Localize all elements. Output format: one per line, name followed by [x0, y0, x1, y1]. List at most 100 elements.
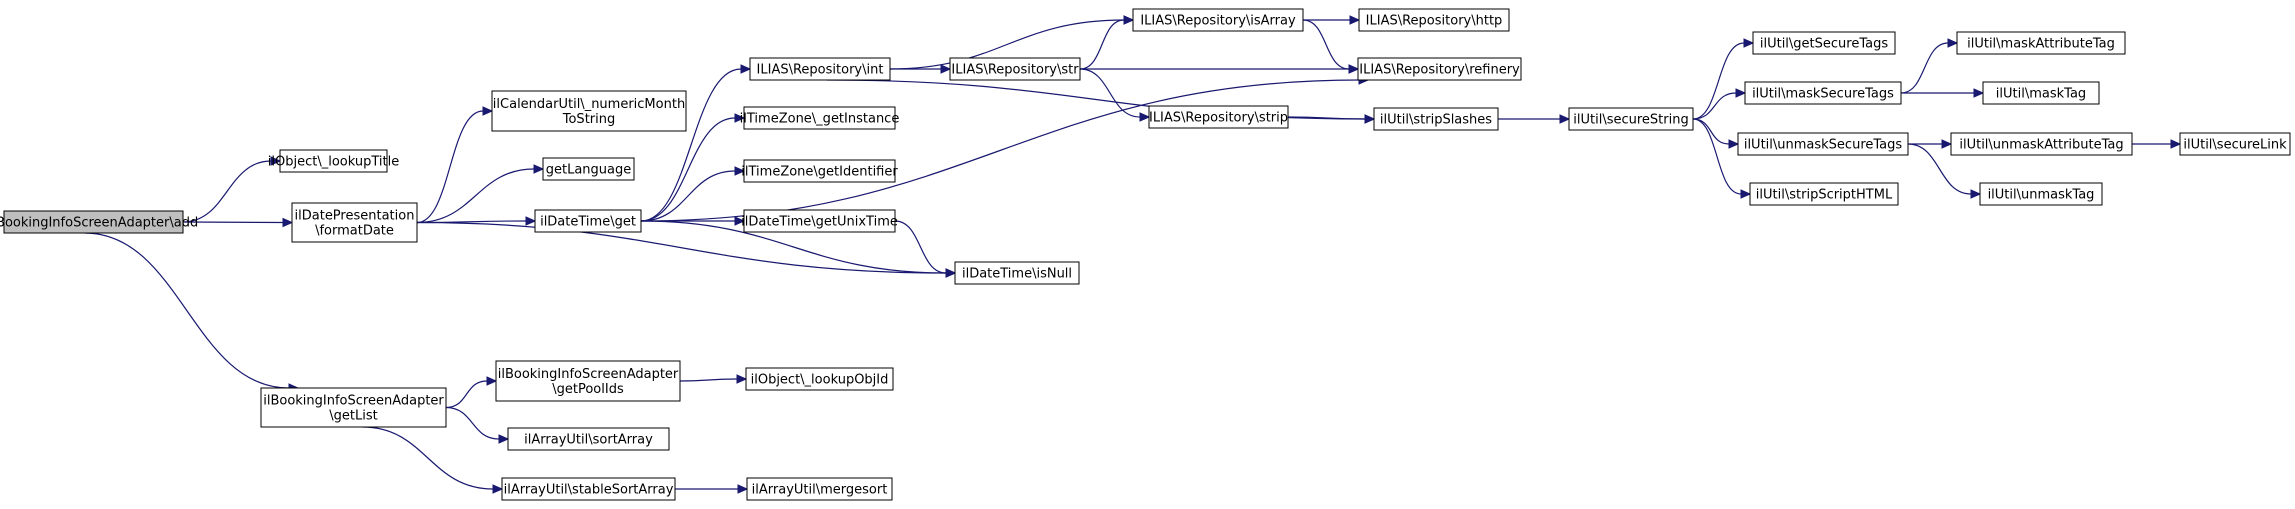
edge-arrowhead [1364, 114, 1376, 124]
node-masktag[interactable]: ilUtil\maskTag [1982, 81, 2100, 105]
node-formatdate[interactable]: ilDatePresentation\formatDate [291, 202, 418, 243]
node-box [3, 210, 184, 234]
edge-masksecuretags-to-masktag [1901, 88, 1985, 98]
node-box [501, 477, 676, 501]
node-label: ilCalendarUtil\_numericMonth [493, 97, 685, 112]
edge-arrowhead [736, 374, 748, 384]
edge-line [1079, 19, 1125, 70]
edge-securestring-to-unmasksecuretags [1692, 118, 1740, 149]
edge-line [1692, 42, 1745, 120]
edge-line [362, 426, 494, 490]
edge-arrowhead [1735, 88, 1747, 98]
node-stripslashes[interactable]: ilUtil\stripSlashes [1373, 107, 1499, 131]
edge-securestring-to-getsecuretags [1692, 38, 1755, 120]
edge-repostr-to-repostrip [1079, 68, 1151, 122]
node-add[interactable]: ilBookingInfoScreenAdapter\add [0, 210, 198, 234]
edge-dtget-to-tzgetidentifier [640, 166, 746, 222]
edge-arrowhead [945, 268, 957, 278]
node-label: ilDateTime\isNull [962, 267, 1072, 282]
node-label: ilUtil\getSecureTags [1760, 37, 1888, 52]
edge-arrowhead [734, 216, 746, 226]
node-label: ilBookingInfoScreenAdapter [498, 367, 679, 382]
edge-add-to-lookuptitle [182, 156, 282, 223]
node-tzgetidentifier[interactable]: ilTimeZone\getIdentifier [741, 159, 898, 183]
node-mergesort[interactable]: ilArrayUtil\mergesort [746, 477, 893, 501]
edge-arrowhead [1743, 38, 1755, 48]
node-box [1749, 182, 1899, 206]
edge-arrowhead [1139, 112, 1151, 122]
node-label: ILIAS\Repository\int [757, 63, 884, 78]
node-label: ilTimeZone\getIdentifier [741, 165, 898, 180]
edge-line [640, 220, 947, 274]
edge-arrowhead [486, 376, 498, 386]
edge-add-to-getlist [84, 232, 300, 393]
edge-arrowhead [940, 64, 952, 74]
node-tzgetinstance[interactable]: ilTimeZone\_getInstance [740, 106, 900, 130]
node-dtget[interactable]: ilDateTime\get [534, 209, 642, 233]
node-repostrip[interactable]: ILIAS\Repository\strip [1148, 105, 1289, 129]
node-label: ilObject\_lookupTitle [268, 155, 399, 170]
edge-masksecuretags-to-maskattributetag [1900, 38, 1959, 94]
node-label: ilUtil\maskSecureTags [1752, 87, 1894, 102]
edge-line [640, 68, 742, 222]
edge-line [445, 380, 488, 409]
node-getlanguage[interactable]: getLanguage [542, 157, 635, 181]
node-label: ilUtil\stripSlashes [1380, 113, 1492, 128]
edge-arrowhead [1970, 189, 1982, 199]
node-box [1737, 132, 1909, 156]
node-label: ilBookingInfoScreenAdapter [263, 394, 444, 409]
edge-arrowhead [1941, 139, 1953, 149]
node-securestring[interactable]: ilUtil\secureString [1568, 107, 1694, 131]
node-label: \formatDate [315, 224, 394, 239]
node-repoint[interactable]: ILIAS\Repository\int [749, 57, 891, 81]
node-box [746, 477, 893, 501]
edge-arrowhead [1728, 139, 1740, 149]
node-masksecuretags[interactable]: ilUtil\maskSecureTags [1744, 81, 1902, 105]
node-box [1956, 31, 2126, 55]
node-getlist[interactable]: ilBookingInfoScreenAdapter\getList [260, 387, 447, 428]
node-box [491, 90, 687, 132]
node-lookuptitle[interactable]: ilObject\_lookupTitle [268, 149, 399, 173]
node-stripscripthtml[interactable]: ilUtil\stripScriptHTML [1749, 182, 1899, 206]
node-getsecuretags[interactable]: ilUtil\getSecureTags [1752, 31, 1896, 55]
node-reporefinery[interactable]: ILIAS\Repository\refinery [1357, 57, 1522, 81]
node-lookupobjid[interactable]: ilObject\_lookupObjId [745, 367, 894, 391]
edge-arrowhead [2170, 139, 2182, 149]
node-stablesortarray[interactable]: ilArrayUtil\stableSortArray [501, 477, 676, 501]
edge-arrowhead [533, 164, 545, 174]
edge-line [1079, 68, 1141, 118]
node-getpoolids[interactable]: ilBookingInfoScreenAdapter\getPoolIds [495, 360, 681, 402]
node-label: ilUtil\unmaskTag [1988, 188, 2095, 203]
node-repoisarray[interactable]: ILIAS\Repository\isArray [1132, 8, 1304, 32]
node-box [743, 159, 896, 183]
node-maskattributetag[interactable]: ilUtil\maskAttributeTag [1956, 31, 2126, 55]
node-label: ilArrayUtil\sortArray [524, 433, 653, 448]
node-repohttp[interactable]: ILIAS\Repository\http [1358, 8, 1510, 32]
node-unmaskattributetag[interactable]: ilUtil\unmaskAttributeTag [1950, 132, 2133, 156]
node-box [1148, 105, 1289, 129]
node-label: ilUtil\stripScriptHTML [1756, 188, 1893, 203]
node-isnull[interactable]: ilDateTime\isNull [954, 261, 1080, 285]
edge-formatdate-to-numericmonth [416, 106, 494, 224]
edge-arrowhead [1740, 189, 1752, 199]
edge-line [1692, 118, 1730, 145]
node-unmasktag[interactable]: ilUtil\unmaskTag [1979, 182, 2103, 206]
edge-getlist-to-getpoolids [445, 376, 498, 409]
node-box [1568, 107, 1694, 131]
edge-arrowhead [1348, 64, 1360, 74]
node-sortarray[interactable]: ilArrayUtil\sortArray [507, 427, 670, 451]
node-box [542, 157, 635, 181]
edge-securestring-to-masksecuretags [1692, 88, 1747, 120]
node-securelink[interactable]: ilUtil\secureLink [2179, 132, 2291, 156]
edge-arrowhead [737, 484, 749, 494]
node-box [749, 57, 891, 81]
node-box [1982, 81, 2100, 105]
edge-add-to-formatdate [182, 217, 294, 228]
node-unmasksecuretags[interactable]: ilUtil\unmaskSecureTags [1737, 132, 1909, 156]
edge-line [416, 110, 484, 224]
edge-line [894, 220, 947, 274]
edge-repostr-to-reporefinery [1080, 64, 1360, 74]
node-repostr[interactable]: ILIAS\Repository\str [949, 57, 1081, 81]
node-getunixtime[interactable]: ilDateTime\getUnixTime [741, 209, 898, 233]
